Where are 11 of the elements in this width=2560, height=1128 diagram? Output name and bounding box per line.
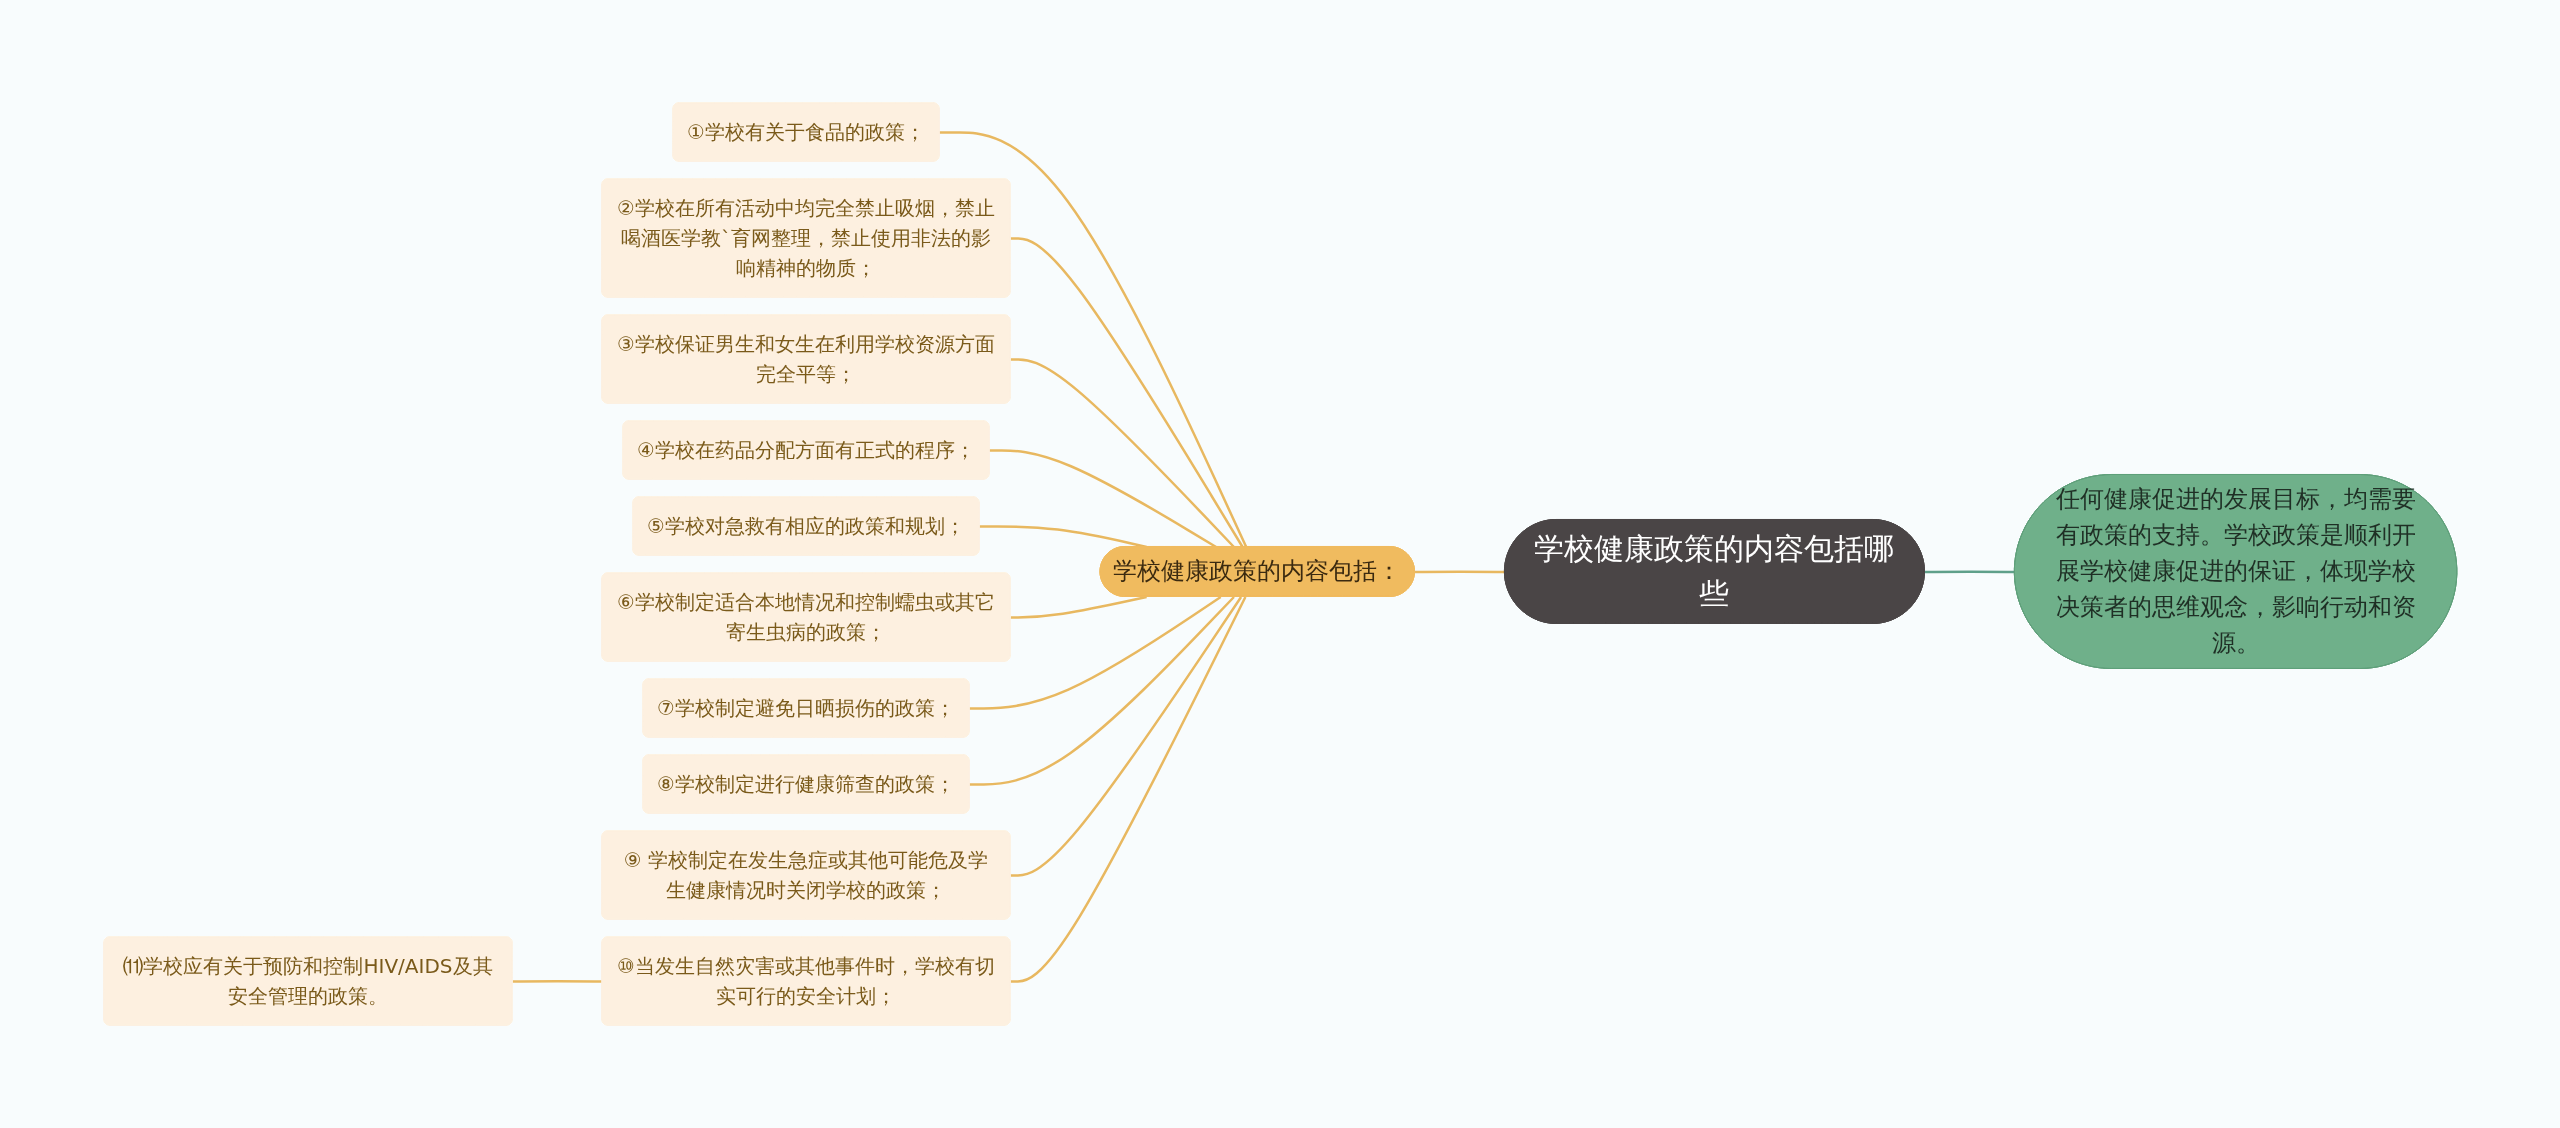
connector xyxy=(1010,595,1147,619)
connector xyxy=(939,131,1247,548)
connector xyxy=(969,596,1235,786)
connector xyxy=(512,979,603,983)
connector xyxy=(1010,596,1247,983)
connector xyxy=(969,595,1221,710)
connector xyxy=(1010,237,1244,548)
connector xyxy=(1414,570,1505,574)
connector xyxy=(1010,358,1235,548)
connector xyxy=(1010,596,1242,877)
connector xyxy=(1924,570,2015,574)
